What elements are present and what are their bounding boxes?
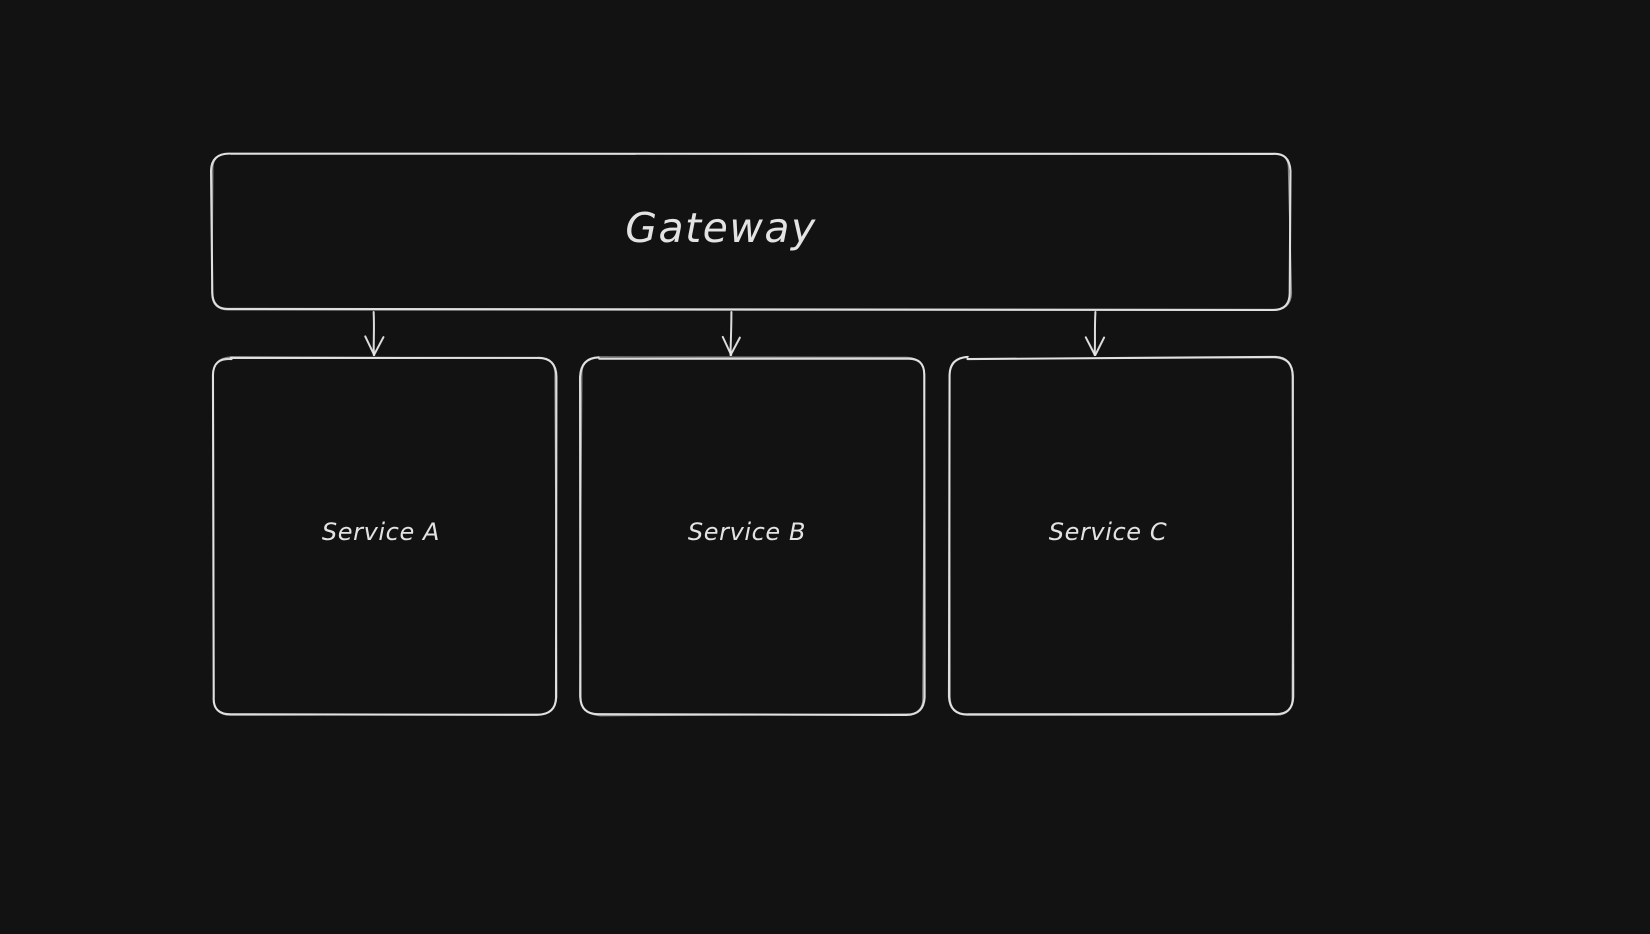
edge-gateway-to-service-c[interactable]	[1084, 311, 1106, 356]
node-service-c[interactable]	[947, 355, 1295, 716]
node-service-a[interactable]	[211, 356, 558, 716]
node-gateway[interactable]	[209, 152, 1293, 311]
edge-gateway-to-service-b[interactable]	[721, 311, 741, 356]
edge-gateway-to-service-a[interactable]	[364, 311, 385, 356]
node-service-b[interactable]	[578, 356, 926, 717]
